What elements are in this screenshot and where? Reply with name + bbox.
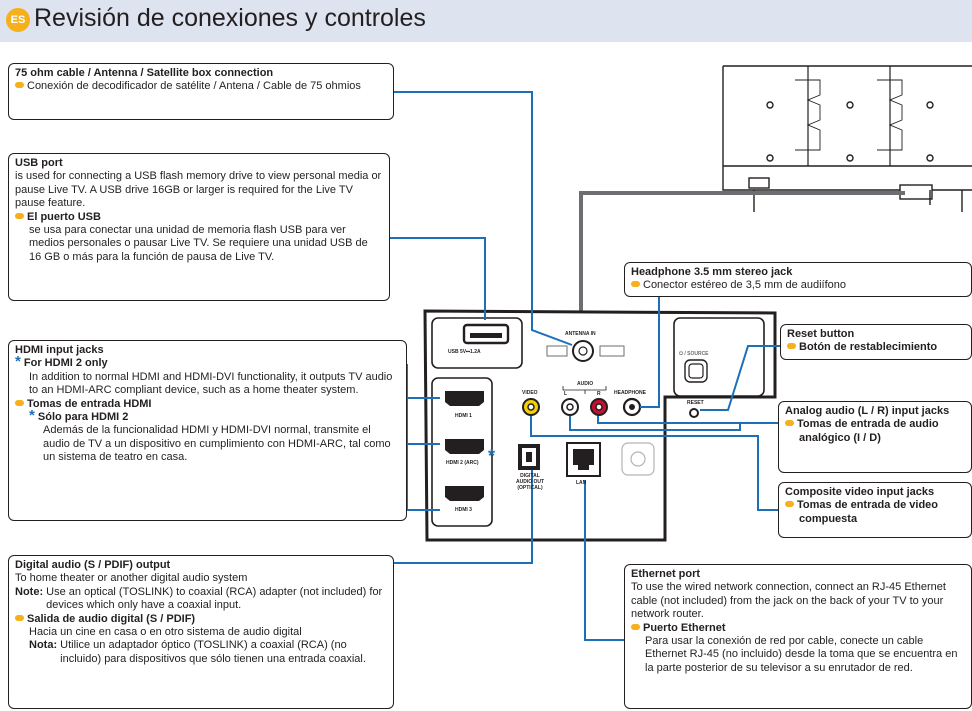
hdmi2-asterisk-icon: * [488, 446, 496, 466]
es-note-text: Utilice un adaptador óptico (TOSLINK) a … [60, 639, 366, 665]
analog-title: Analog audio (L / R) input jacks [785, 405, 950, 417]
analog-es-text: Tomas de entrada de audio analógico (I /… [797, 418, 939, 444]
composite-video-callout: Composite video input jacks Tomas de ent… [778, 482, 972, 538]
hdmi-callout: HDMI input jacks * For HDMI 2 only In ad… [8, 340, 407, 521]
hdmi-title: HDMI input jacks [15, 344, 104, 356]
hdmi3-label: HDMI 3 [455, 507, 472, 513]
usb-es-text: se usa para conectar una unidad de memor… [29, 224, 368, 263]
hdmi-sub-title: For HDMI 2 only [23, 357, 108, 370]
bullet-icon [787, 343, 796, 350]
usb-title: USB port [15, 157, 63, 169]
audio-l-label: L [564, 391, 568, 397]
usb-es-title: El puerto USB [27, 210, 101, 223]
audio-label: AUDIO [577, 381, 594, 387]
antenna-es-text: Conexión de decodificador de satélite / … [27, 80, 361, 93]
note-label: Note: [15, 585, 44, 598]
es-note-label: Nota: [29, 639, 58, 652]
analog-audio-callout: Analog audio (L / R) input jacks Tomas d… [778, 401, 972, 473]
digital-title: Digital audio (S / PDIF) output [15, 559, 171, 571]
video-label: VIDEO [522, 390, 538, 396]
source-label: ⏻ / SOURCE [679, 351, 709, 357]
digital-es-text: Hacia un cine en casa o en otro sistema … [29, 626, 302, 639]
ethernet-text: To use the wired network connection, con… [631, 581, 946, 621]
antenna-in-label: ANTENNA IN [565, 331, 596, 337]
hdmi-es-sub-title: Sólo para HDMI 2 [37, 411, 129, 424]
usb-text: is used for connecting a USB flash memor… [15, 170, 382, 210]
bullet-icon [15, 614, 24, 621]
reset-callout: Reset button Botón de restablecimiento [780, 324, 972, 360]
headphone-callout: Headphone 3.5 mm stereo jack Conector es… [624, 262, 972, 297]
hdmi-es-text: Además de la funcionalidad HDMI y HDMI-D… [43, 424, 391, 464]
usb-callout: USB port is used for connecting a USB fl… [8, 153, 390, 301]
hdmi2-label: HDMI 2 (ARC) [446, 460, 479, 466]
ethernet-es-title: Puerto Ethernet [643, 621, 726, 634]
tv-back-illustration [722, 65, 972, 212]
headphone-es-text: Conector estéreo de 3,5 mm de audiífono [643, 279, 847, 292]
ethernet-es-text: Para usar la conexión de red por cable, … [645, 635, 958, 674]
page-header: ES Revisión de conexiones y controles [0, 0, 972, 42]
bullet-icon [631, 281, 640, 288]
composite-title: Composite video input jacks [785, 486, 935, 498]
digital-audio-out-label: DIGITAL AUDIO OUT (OPTICAL) [515, 473, 545, 491]
audio-r-label: R [597, 391, 601, 397]
bullet-icon [631, 623, 640, 630]
hdmi-es-title: Tomas de entrada HDMI [27, 397, 152, 410]
digital-text: To home theater or another digital audio… [15, 572, 248, 585]
leader-lines [390, 91, 780, 641]
bullet-icon [785, 501, 794, 508]
reset-title: Reset button [787, 328, 855, 340]
reset-es-text: Botón de restablecimiento [799, 341, 938, 354]
asterisk-icon: * [29, 407, 35, 425]
page-title: Revisión de conexiones y controles [34, 4, 426, 32]
ethernet-callout: Ethernet port To use the wired network c… [624, 564, 972, 709]
bullet-icon [15, 82, 24, 89]
antenna-callout: 75 ohm cable / Antenna / Satellite box c… [8, 63, 394, 120]
reset-label: RESET [687, 400, 704, 406]
digital-audio-callout: Digital audio (S / PDIF) output To home … [8, 555, 394, 709]
lan-label: LAN [576, 480, 587, 486]
asterisk-icon: * [15, 353, 21, 371]
ethernet-title: Ethernet port [631, 568, 701, 580]
note-text: Use an optical (TOSLINK) to coaxial (RCA… [46, 585, 383, 612]
headphone-label: HEADPHONE [614, 390, 646, 396]
hdmi1-label: HDMI 1 [455, 413, 472, 419]
language-badge: ES [6, 8, 30, 32]
rear-panel [423, 309, 777, 542]
bullet-icon [785, 420, 794, 427]
composite-es-text: Tomas de entrada de video compuesta [797, 499, 939, 525]
usb-port-label: USB 5V⎓1.2A [448, 349, 481, 355]
bullet-icon [15, 399, 24, 406]
antenna-title: 75 ohm cable / Antenna / Satellite box c… [15, 67, 274, 79]
digital-es-title: Salida de audio digital (S / PDIF) [27, 612, 196, 625]
hdmi-text: In addition to normal HDMI and HDMI-DVI … [29, 370, 393, 397]
headphone-title: Headphone 3.5 mm stereo jack [631, 266, 793, 278]
bullet-icon [15, 212, 24, 219]
